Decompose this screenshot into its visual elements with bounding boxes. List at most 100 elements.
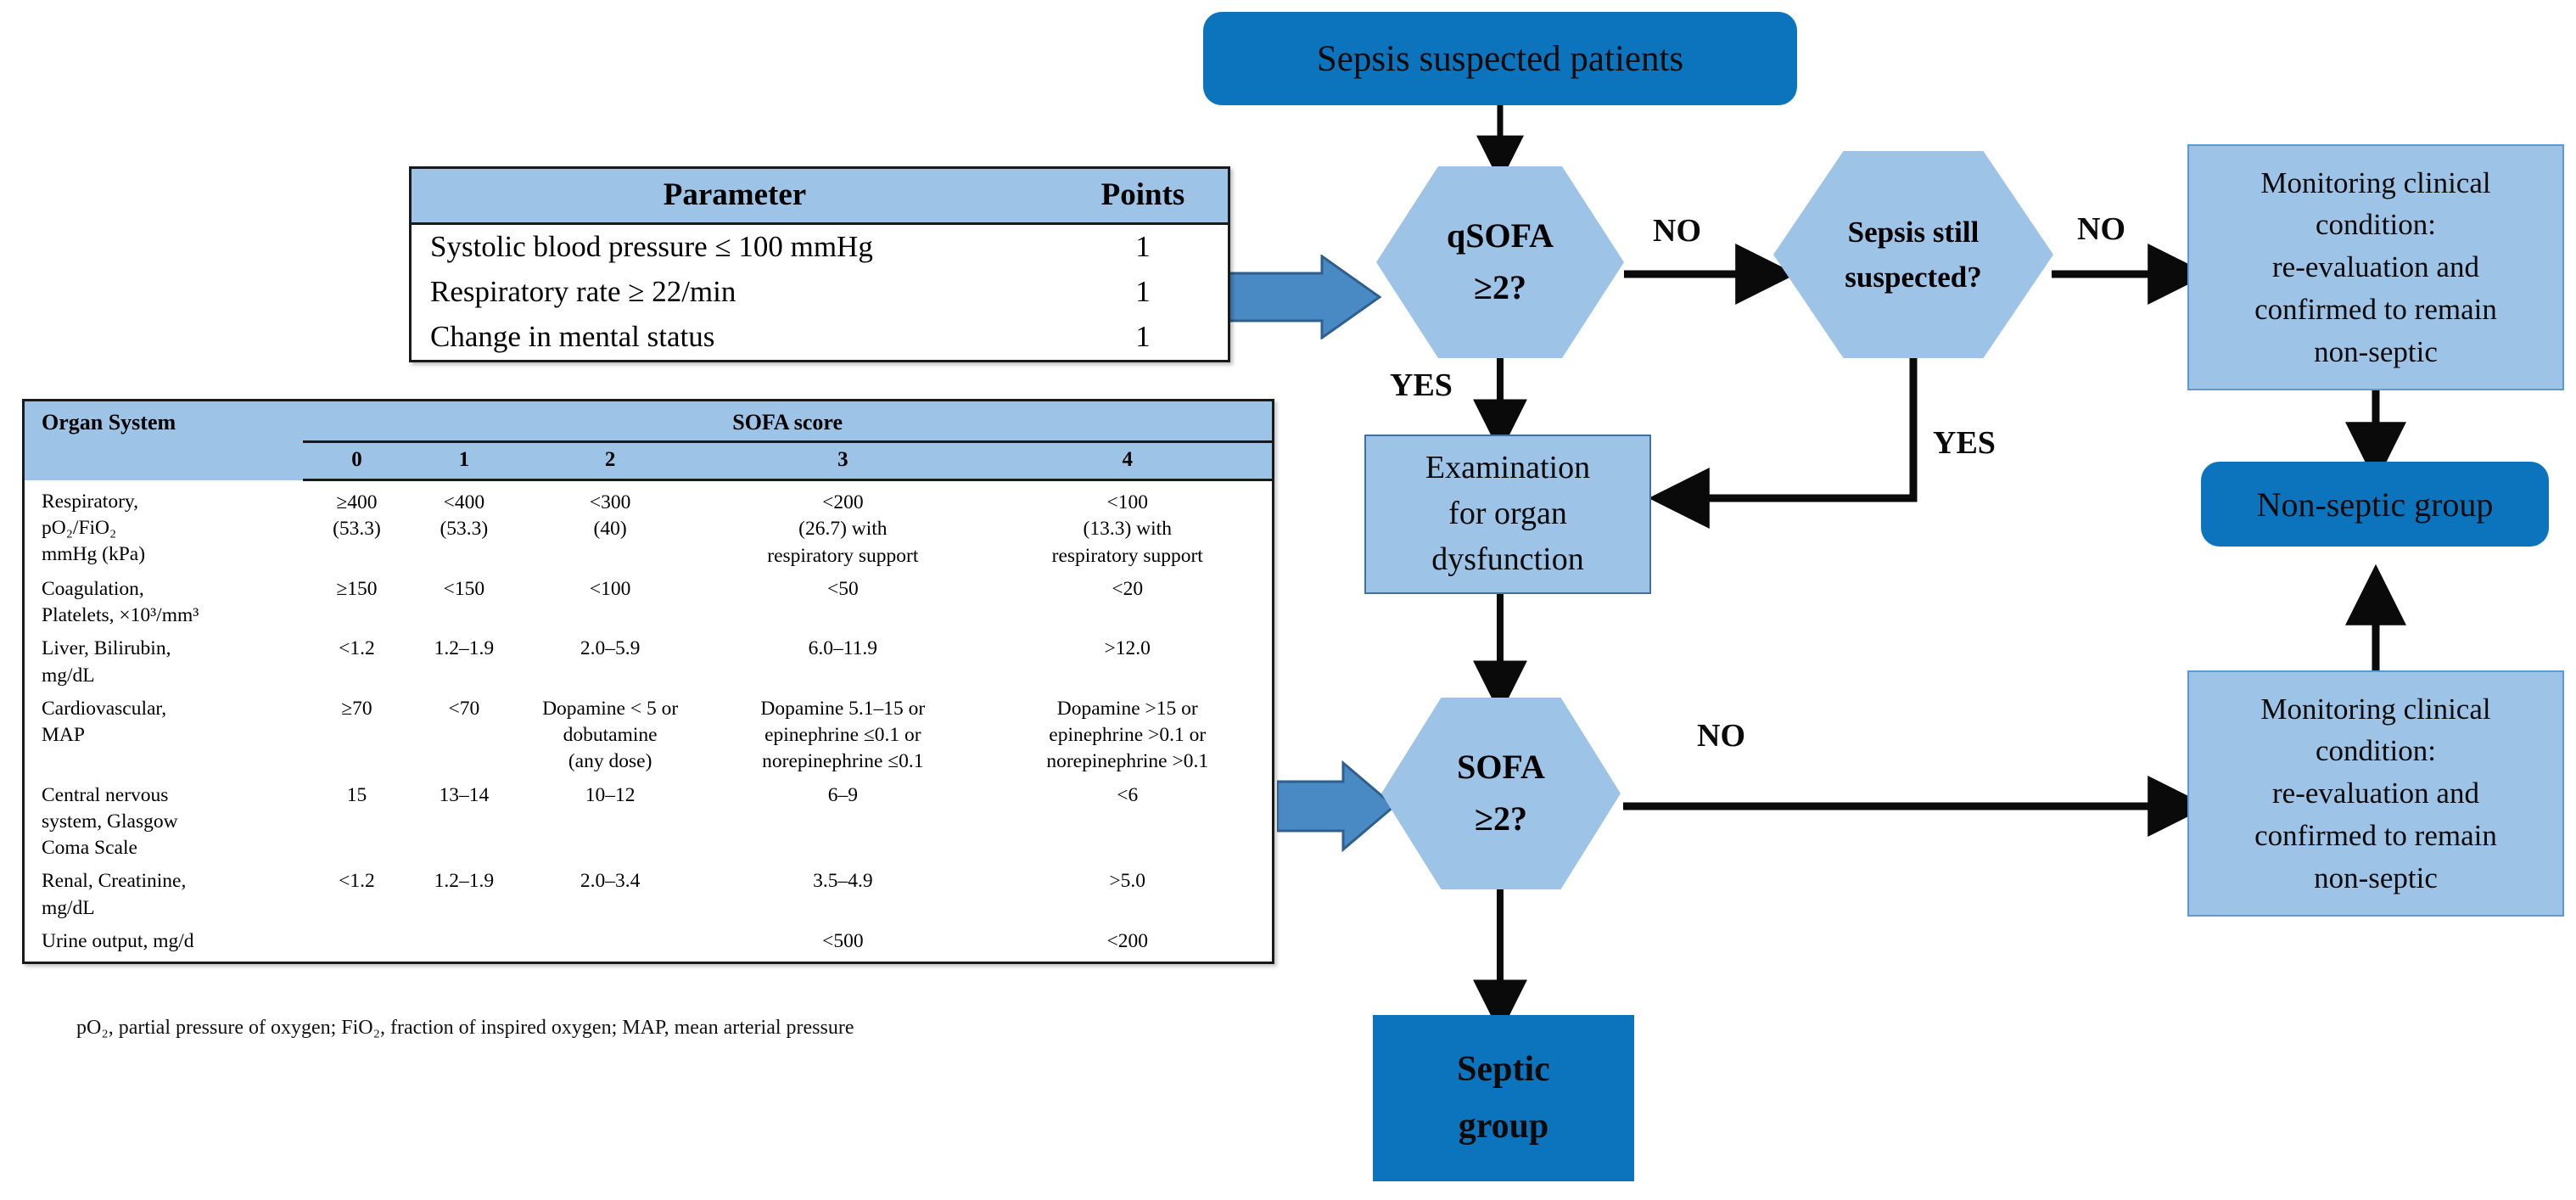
sofa-cell-r1-c3: <50	[826, 577, 859, 600]
qsofa-header-row: Parameter Points	[412, 169, 1228, 225]
sofa-cell-r0-c2: <300(40)	[589, 491, 631, 541]
sofa-header-rule-row	[25, 437, 1272, 443]
block-arrow-qsofa-icon	[1218, 254, 1382, 340]
sofa-cell-r0-c0: ≥400(53.3)	[333, 491, 381, 541]
qsofa-criteria-table: Parameter Points Systolic blood pressure…	[409, 166, 1230, 362]
sofa-cell-r2-c1: 1.2–1.9	[434, 637, 495, 660]
sofa-header-row-top: Organ System SOFA score	[25, 401, 1272, 437]
sofa-score-table: Organ System SOFA score 0 1 2 3 4 Respir…	[22, 399, 1274, 964]
sofa-cell-r4-c0: 15	[346, 783, 367, 806]
sofa-header-rule	[303, 437, 1272, 443]
table-row: Renal, Creatinine,mg/dL <1.2 1.2–1.9 2.0–3.…	[25, 865, 1272, 925]
qsofa-points-1: 1	[1135, 275, 1151, 308]
sofa-organ-1: Coagulation,Platelets, ×10³/mm³	[42, 577, 199, 626]
qsofa-param-2: Change in mental status	[430, 320, 715, 353]
sofa-cell-r2-c0: <1.2	[339, 637, 375, 660]
sofa-cell-r5-c1: 1.2–1.9	[434, 870, 495, 893]
sofa-cell-r5-c3: 3.5–4.9	[813, 870, 873, 893]
node-label: Non-septic group	[2256, 485, 2494, 524]
node-non-septic-group[interactable]: Non-septic group	[2201, 462, 2549, 547]
sofa-cell-r6-c2	[518, 925, 703, 962]
sofa-cell-r6-c4: <200	[1106, 929, 1148, 952]
sofa-organ-5: Renal, Creatinine,mg/dL	[42, 870, 187, 919]
qsofa-points-0: 1	[1135, 230, 1151, 263]
block-arrow-sofa-icon	[1275, 760, 1397, 853]
table-row: Liver, Bilirubin,mg/dL <1.2 1.2–1.9 2.0–5.9…	[25, 632, 1272, 693]
sofa-cell-r6-c1	[411, 925, 518, 962]
table-row: Coagulation,Platelets, ×10³/mm³ ≥150 <150 <…	[25, 573, 1272, 633]
sofa-score-col-0: 0	[303, 441, 411, 481]
qsofa-col-points: Points	[1058, 169, 1228, 225]
sofa-cell-r1-c2: <100	[589, 577, 631, 600]
sofa-score-col-4: 4	[983, 441, 1272, 481]
sofa-col-score-group: SOFA score	[732, 410, 843, 435]
qsofa-col-parameter: Parameter	[412, 169, 1058, 225]
sofa-col-organ-system: Organ System	[42, 410, 176, 435]
decision-qsofa[interactable]: qSOFA≥2?	[1376, 166, 1624, 358]
sofa-cell-r5-c0: <1.2	[339, 870, 375, 893]
sofa-score-col-2: 2	[518, 441, 703, 481]
sofa-score-col-3: 3	[703, 441, 983, 481]
edge-sepsis-still-yes-to-examination	[1648, 356, 1918, 529]
sofa-organ-2: Liver, Bilirubin,mg/dL	[42, 637, 171, 687]
table-row: Urine output, mg/d <500 <200	[25, 925, 1272, 962]
sofa-cell-r3-c0: ≥70	[341, 697, 372, 720]
table-row: Respiratory rate ≥ 22/min 1	[412, 270, 1228, 315]
sofa-cell-r6-c3: <500	[822, 929, 864, 952]
sofa-organ-3: Cardiovascular,MAP	[42, 697, 167, 746]
sofa-cell-r1-c0: ≥150	[336, 577, 378, 600]
decision-qsofa-label: qSOFA≥2?	[1447, 216, 1554, 306]
qsofa-param-1: Respiratory rate ≥ 22/min	[430, 275, 736, 308]
sofa-cell-r2-c2: 2.0–5.9	[580, 637, 641, 660]
decision-sofa[interactable]: SOFA≥2?	[1381, 698, 1621, 889]
sofa-cell-r4-c1: 13–14	[439, 783, 490, 806]
sofa-cell-r1-c4: <20	[1112, 577, 1144, 600]
decision-sofa-label: SOFA≥2?	[1457, 748, 1545, 838]
sofa-cell-r6-c0	[303, 925, 410, 962]
node-sepsis-suspected-patients[interactable]: Sepsis suspected patients	[1203, 12, 1797, 105]
qsofa-points-2: 1	[1135, 320, 1151, 353]
sofa-cell-r4-c3: 6–9	[827, 783, 858, 806]
table-row: Systolic blood pressure ≤ 100 mmHg 1	[412, 224, 1228, 271]
node-label: Sepsis suspected patients	[1316, 38, 1684, 79]
edge-label-sofa-no: NO	[1697, 718, 1745, 754]
sofa-cell-r5-c4: >5.0	[1109, 870, 1146, 893]
edge-label-qsofa-yes: YES	[1390, 367, 1453, 403]
table-row: Change in mental status 1	[412, 315, 1228, 360]
sofa-cell-r2-c3: 6.0–11.9	[808, 637, 878, 660]
sofa-table-footnote: pO₂, partial pressure of oxygen; FiO₂, f…	[76, 1017, 854, 1039]
sofa-cell-r1-c1: <150	[443, 577, 485, 600]
sofa-organ-6: Urine output, mg/d	[42, 929, 194, 952]
edge-label-sepsis-still-yes: YES	[1933, 425, 1996, 461]
sofa-score-col-1: 1	[410, 441, 518, 481]
sofa-cell-r3-c1: <70	[448, 697, 480, 720]
sofa-cell-r2-c4: >12.0	[1104, 637, 1151, 660]
sofa-cell-r0-c1: <400(53.3)	[440, 491, 489, 541]
sofa-cell-r5-c2: 2.0–3.4	[580, 870, 641, 893]
qsofa-param-0: Systolic blood pressure ≤ 100 mmHg	[430, 230, 873, 263]
edge-label-sepsis-still-no: NO	[2077, 211, 2125, 247]
edge-label-qsofa-no: NO	[1653, 213, 1701, 249]
sofa-cell-r4-c2: 10–12	[585, 783, 636, 806]
sofa-cell-r4-c4: <6	[1117, 783, 1139, 806]
